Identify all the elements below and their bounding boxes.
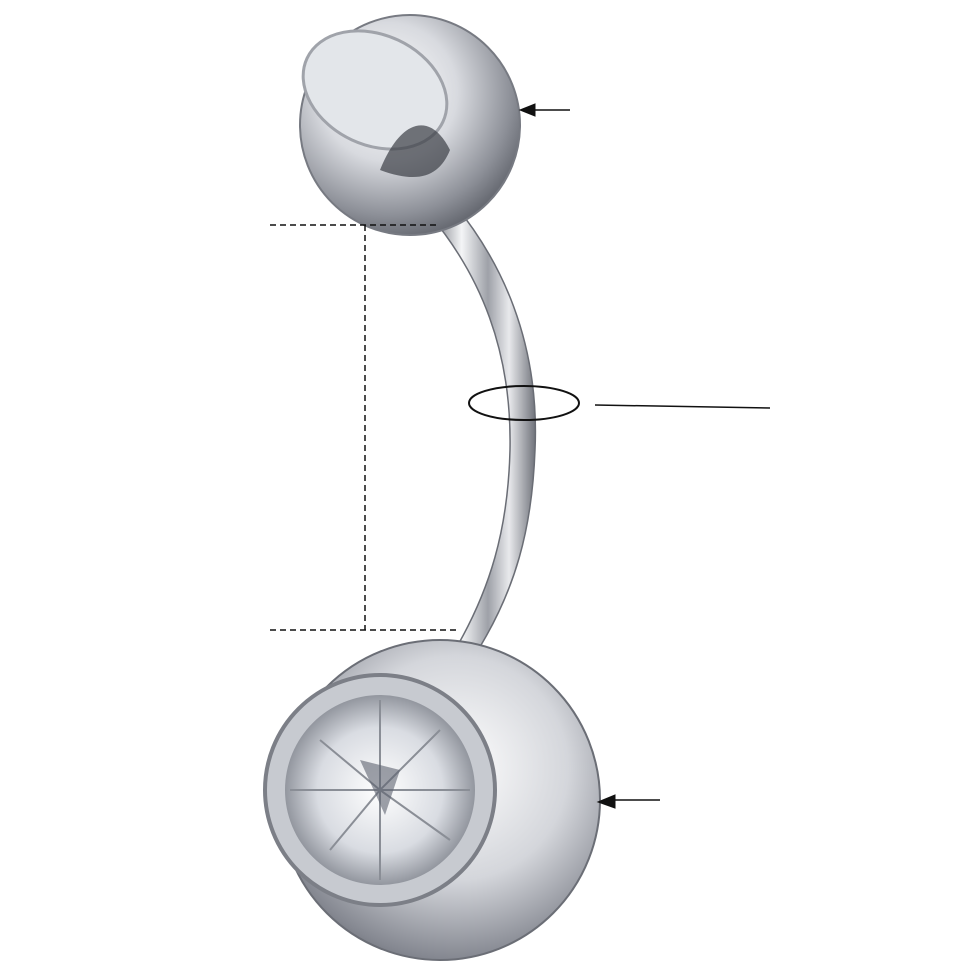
top-ball	[299, 14, 521, 236]
dimension-annotations	[270, 103, 771, 809]
curved-bar	[428, 204, 537, 651]
bottom-gem-ball	[263, 639, 601, 961]
